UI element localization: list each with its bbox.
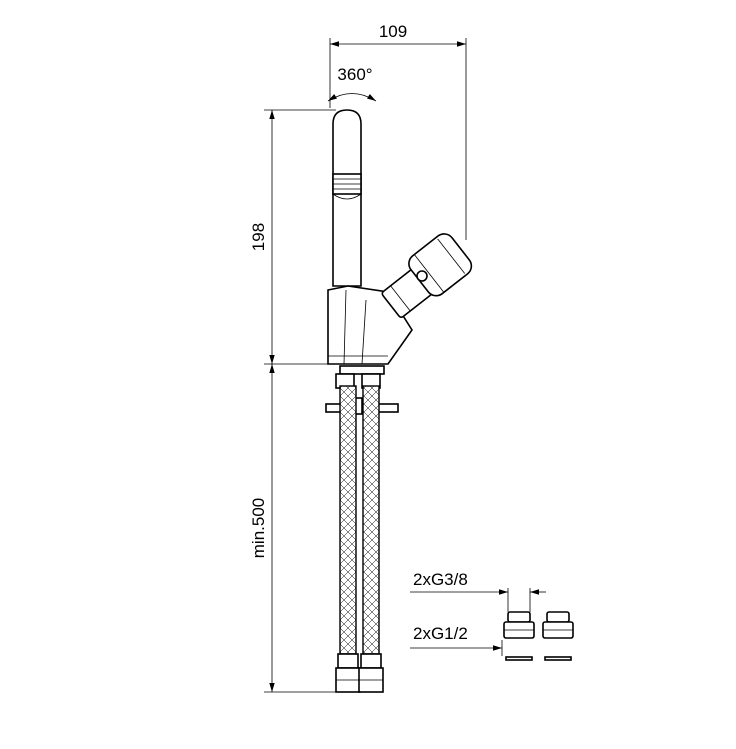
adapter-detail: 2xG3/8 2xG1/2 [410,570,574,661]
rotation-indicator: 360° [327,65,377,102]
flex-hoses [335,385,384,693]
reach-dimension: 109 [329,22,467,240]
hose-length-value-label: min.500 [249,498,268,558]
washer-2 [544,656,572,661]
reach-value-label: 109 [379,22,407,41]
lever-indicator [416,270,428,282]
height-value-label: 198 [249,223,268,251]
rotation-value-label: 360° [337,65,372,84]
thread-adapter-2 [542,611,574,661]
hose-length-dimension: min.500 [249,364,340,693]
right-hose-ferrule [360,653,382,669]
left-hose-ferrule [337,653,359,669]
aerator-outlet [332,193,362,200]
inlet-thread-label: 2xG1/2 [413,624,468,643]
faucet [325,109,473,693]
spout [332,109,362,287]
washer-1 [505,656,533,661]
mounting-nut [339,365,385,375]
thread-adapter-1 [503,611,535,661]
height-dimension: 198 [249,109,344,365]
outlet-thread-label: 2xG3/8 [413,570,468,589]
